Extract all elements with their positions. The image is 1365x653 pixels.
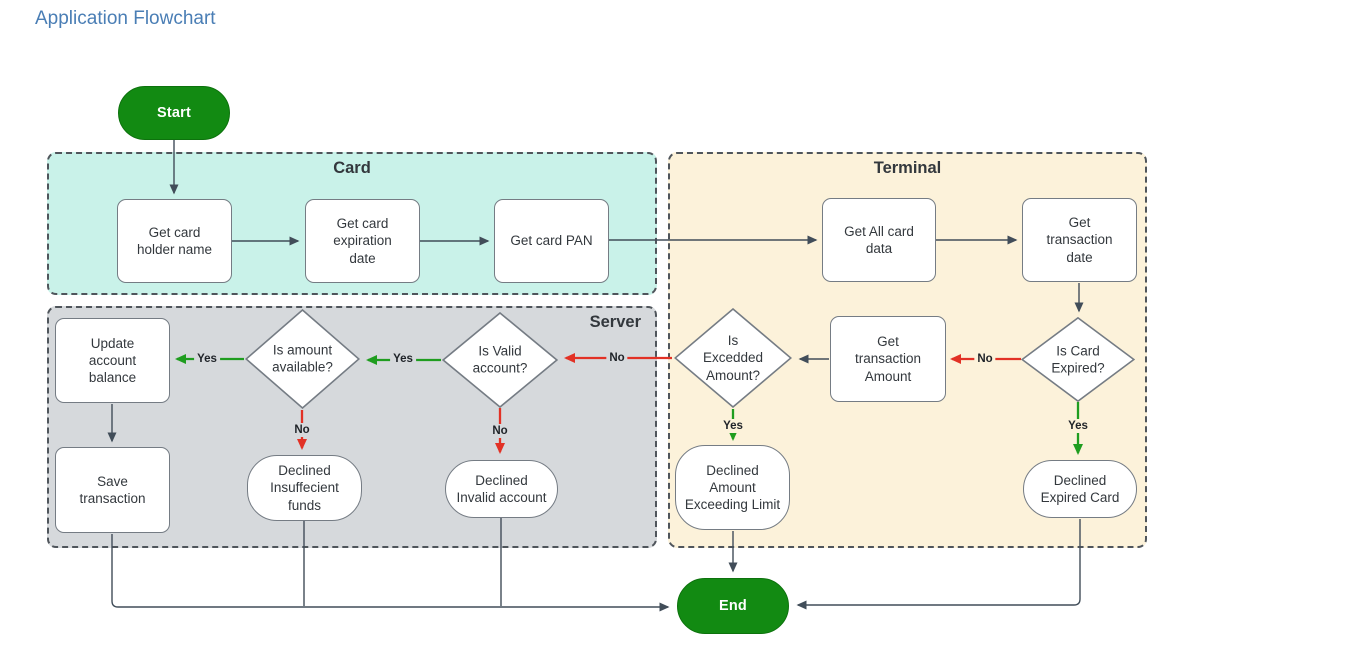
node-is-card-expired: Is Card Expired? [1021, 317, 1135, 402]
node-declined-amount-exceeding-limit: Declined Amount Exceeding Limit [675, 445, 790, 530]
page-title: Application Flowchart [35, 8, 216, 29]
node-get-all-card-data: Get All card data [822, 198, 936, 282]
node-is-excedded-amount-label: Is Excedded Amount? [702, 333, 764, 383]
node-is-amount-available: Is amount available? [245, 309, 360, 409]
node-declined-expired-card: Declined Expired Card [1023, 460, 1137, 518]
node-is-card-expired-label: Is Card Expired? [1051, 343, 1105, 376]
zone-terminal-title: Terminal [873, 159, 942, 177]
zone-server-title: Server [589, 313, 641, 331]
node-start: Start [118, 86, 230, 140]
node-is-excedded-amount: Is Excedded Amount? [674, 308, 792, 408]
node-declined-invalid-account: Declined Invalid account [445, 460, 558, 518]
edge-label-valid-account-no: No [489, 424, 511, 438]
edge-label-card-expired-no: No [974, 352, 996, 366]
edge-label-card-expired-yes: Yes [1065, 419, 1091, 433]
node-end: End [677, 578, 789, 634]
edge-label-amount-available-yes: Yes [194, 352, 220, 366]
node-get-transaction-date: Get transaction date [1022, 198, 1137, 282]
edge-label-valid-account-yes: Yes [390, 352, 416, 366]
node-update-account-balance: Update account balance [55, 318, 170, 403]
node-get-card-expiration-date: Get card expiration date [305, 199, 420, 283]
zone-card-title: Card [333, 159, 371, 177]
node-declined-insuffecient-funds: Declined Insuffecient funds [247, 455, 362, 521]
node-end-label: End [719, 598, 747, 614]
node-get-transaction-amount: Get transaction Amount [830, 316, 946, 402]
node-save-transaction: Save transaction [55, 447, 170, 533]
edge-label-amount-available-no: No [291, 423, 313, 437]
edge-label-excedded-amount-no: No [606, 351, 628, 365]
node-is-amount-available-label: Is amount available? [272, 342, 333, 375]
node-is-valid-account: Is Valid account? [442, 312, 558, 408]
node-get-card-pan: Get card PAN [494, 199, 609, 283]
node-get-card-holder-name: Get card holder name [117, 199, 232, 283]
node-is-valid-account-label: Is Valid account? [472, 343, 528, 376]
node-start-label: Start [156, 105, 192, 121]
edge-label-excedded-amount-yes: Yes [720, 419, 746, 433]
